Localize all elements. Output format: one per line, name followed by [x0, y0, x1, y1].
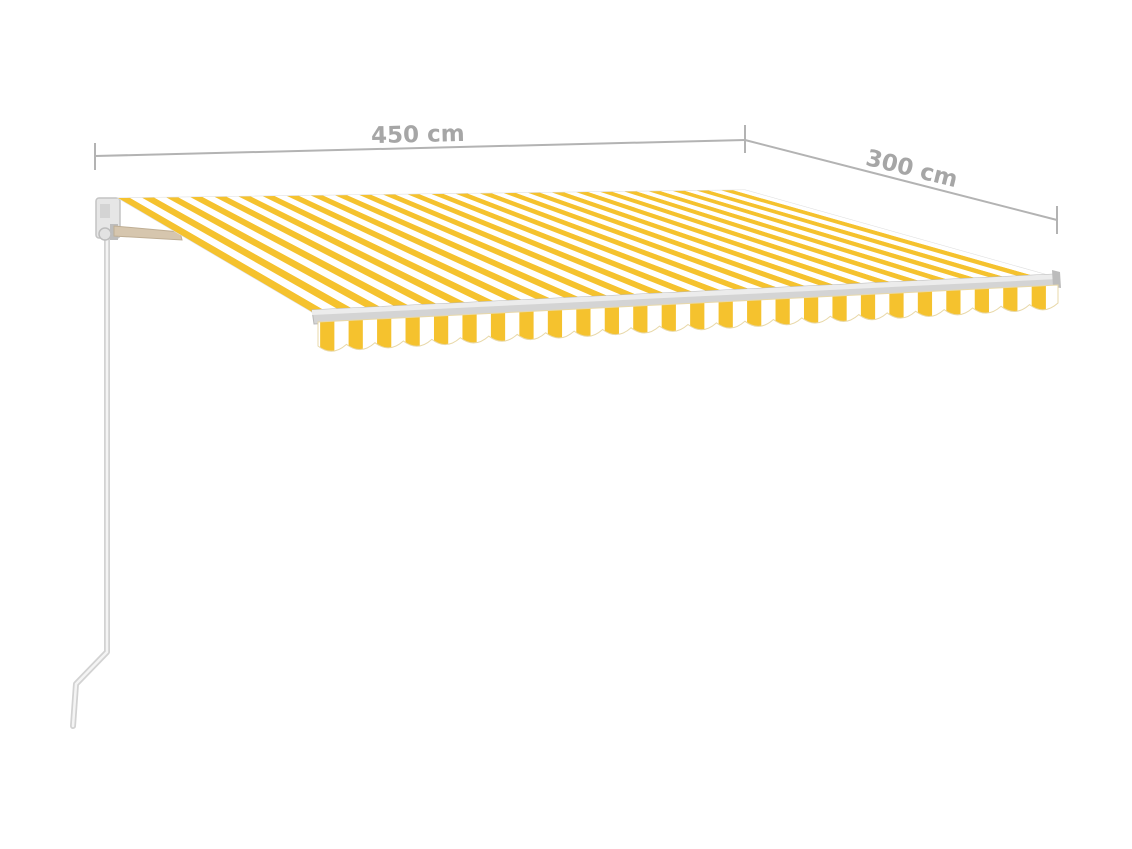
folding-arm [113, 225, 183, 241]
canopy-stripe [455, 193, 729, 294]
canopy-stripe [262, 196, 499, 305]
canopy-stripe [214, 196, 442, 307]
canopy-stripe [431, 193, 700, 295]
canopy-stripe [202, 196, 427, 308]
valance-stripe [604, 304, 619, 352]
canopy-stripe [540, 192, 829, 290]
valance-stripe [405, 314, 420, 352]
canopy-stripe [636, 191, 944, 284]
canopy-stripe [696, 190, 1015, 281]
canopy-stripe [624, 191, 929, 285]
width-dimension-line [94, 139, 746, 157]
valance-stripe [348, 317, 363, 352]
canopy-stripe [708, 190, 1030, 280]
valance-stripe [547, 307, 563, 352]
width-dimension-label: 450 cm [371, 121, 465, 149]
valance-stripe [747, 297, 762, 346]
canopy-stripe [588, 191, 886, 287]
valance-stripe [690, 300, 705, 349]
crank-handle [70, 227, 112, 729]
valance-stripe [775, 296, 790, 345]
canopy-stripe [479, 193, 757, 293]
canopy-stripe [383, 194, 642, 298]
canopy-stripe [371, 194, 628, 299]
canopy-stripe [467, 193, 743, 294]
canopy-stripe [298, 195, 542, 303]
valance-stripe [377, 316, 392, 352]
canopy-stripe [322, 195, 571, 301]
canopy-stripe [443, 193, 714, 295]
canopy-stripe [359, 194, 614, 299]
canopy-stripe [335, 195, 585, 301]
canopy-stripe [552, 192, 843, 289]
valance-stripe [860, 292, 876, 340]
canopy-stripe [564, 192, 858, 288]
canopy-stripe [672, 190, 987, 282]
canopy-stripe [238, 196, 470, 306]
canopy [116, 189, 1059, 313]
canopy-stripe [178, 197, 399, 309]
valance-stripe [661, 302, 676, 350]
valance-stripe [917, 289, 933, 338]
canopy-stripe [527, 192, 815, 290]
canopy-stripe [274, 195, 513, 304]
valance-stripe [576, 306, 591, 352]
canopy-stripe [395, 194, 657, 297]
canopy-stripe [347, 194, 599, 300]
canopy-stripe [600, 191, 901, 286]
canopy-stripe [226, 196, 456, 307]
canopy-stripe [286, 195, 528, 303]
canopy-stripe [612, 191, 915, 286]
valance-stripe [320, 319, 335, 352]
valance-stripe [433, 313, 449, 352]
canopy-stripe [166, 197, 384, 310]
valance-stripe [832, 293, 847, 342]
canopy-stripe [142, 197, 356, 311]
valance-stripe [490, 310, 506, 352]
projection-dimension-line [744, 139, 1058, 221]
valance-stripe [519, 309, 534, 352]
valance-stripe [718, 299, 733, 347]
width-dimension: 450 cm [94, 121, 746, 170]
canopy-stripe [576, 192, 872, 288]
canopy-stripe [491, 193, 772, 292]
canopy-stripe [190, 196, 413, 309]
canopy-stripe [130, 197, 341, 312]
canopy-stripe [310, 195, 556, 302]
canopy-stripe [720, 190, 1044, 280]
canopy-stripe [660, 190, 972, 283]
projection-dimension-label: 300 cm [863, 145, 960, 193]
canopy-stripe [684, 190, 1001, 282]
valance-stripe [462, 312, 477, 352]
canopy-stripe [154, 197, 370, 311]
canopy-stripe [407, 194, 671, 297]
valance-stripe [633, 303, 648, 352]
canopy-stripe [515, 192, 800, 291]
canopy-stripe [250, 196, 485, 305]
canopy-stripe [503, 192, 786, 292]
valance-stripe [946, 287, 961, 336]
canopy-stripe [118, 197, 327, 312]
canopy-stripe [648, 191, 958, 284]
valance-stripe [803, 294, 819, 343]
valance-stripe [889, 290, 904, 339]
canopy-stripe [419, 194, 685, 296]
canopy-stripe [732, 190, 1058, 279]
